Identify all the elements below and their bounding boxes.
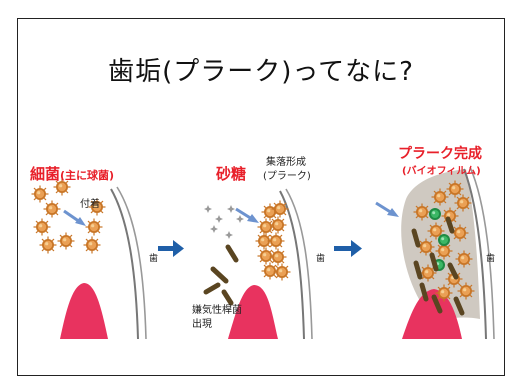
attach-arrow bbox=[63, 209, 86, 226]
progress-arrow-1 bbox=[158, 240, 184, 257]
colony-label-line1: 集落形成 bbox=[266, 157, 306, 168]
gum-shape bbox=[60, 283, 108, 339]
slide-title: 歯垢(プラーク)ってなに? bbox=[108, 57, 414, 87]
gum-shape bbox=[228, 285, 278, 339]
colony-label-line2: (プラーク) bbox=[263, 171, 311, 182]
tooth-surface bbox=[279, 190, 305, 340]
tooth-label-2: 歯 bbox=[316, 254, 326, 264]
panel-sugar-colony bbox=[203, 188, 313, 340]
tooth-label-1: 歯 bbox=[149, 254, 159, 264]
panel-biofilm bbox=[375, 166, 495, 340]
tooth-surface bbox=[110, 188, 139, 340]
bacteria-label-main: 細菌 bbox=[30, 165, 61, 183]
slide-frame: 歯垢(プラーク)ってなに? bbox=[17, 18, 505, 376]
attach-label: 付着 bbox=[80, 199, 100, 210]
sugar-label: 砂糖 bbox=[216, 165, 247, 183]
tooth-label-3: 歯 bbox=[486, 254, 496, 264]
gum-shape bbox=[402, 289, 462, 339]
progress-arrow-2 bbox=[334, 240, 362, 257]
sugar-arrow bbox=[235, 207, 259, 223]
bacteria-label-sub: (主に球菌) bbox=[60, 169, 115, 182]
cocci-colony bbox=[254, 199, 292, 282]
tooth-surface bbox=[463, 168, 487, 340]
biofilm-label: (バイオフィルム) bbox=[402, 166, 481, 177]
anaerobe-label-line1: 嫌気性桿菌 bbox=[192, 305, 242, 316]
rod-bacteria bbox=[203, 244, 239, 306]
plaque-complete-label: プラーク完成 bbox=[398, 146, 482, 162]
cocci-group bbox=[30, 177, 107, 255]
panel-bacteria-attach bbox=[30, 177, 147, 340]
biofilm-rods bbox=[411, 216, 465, 316]
bacteria-label: 細菌(主に球菌) bbox=[30, 163, 114, 184]
biofilm-arrow bbox=[375, 201, 399, 217]
anaerobe-label-line2: 出現 bbox=[192, 319, 212, 330]
plaque-diagram bbox=[30, 166, 495, 340]
